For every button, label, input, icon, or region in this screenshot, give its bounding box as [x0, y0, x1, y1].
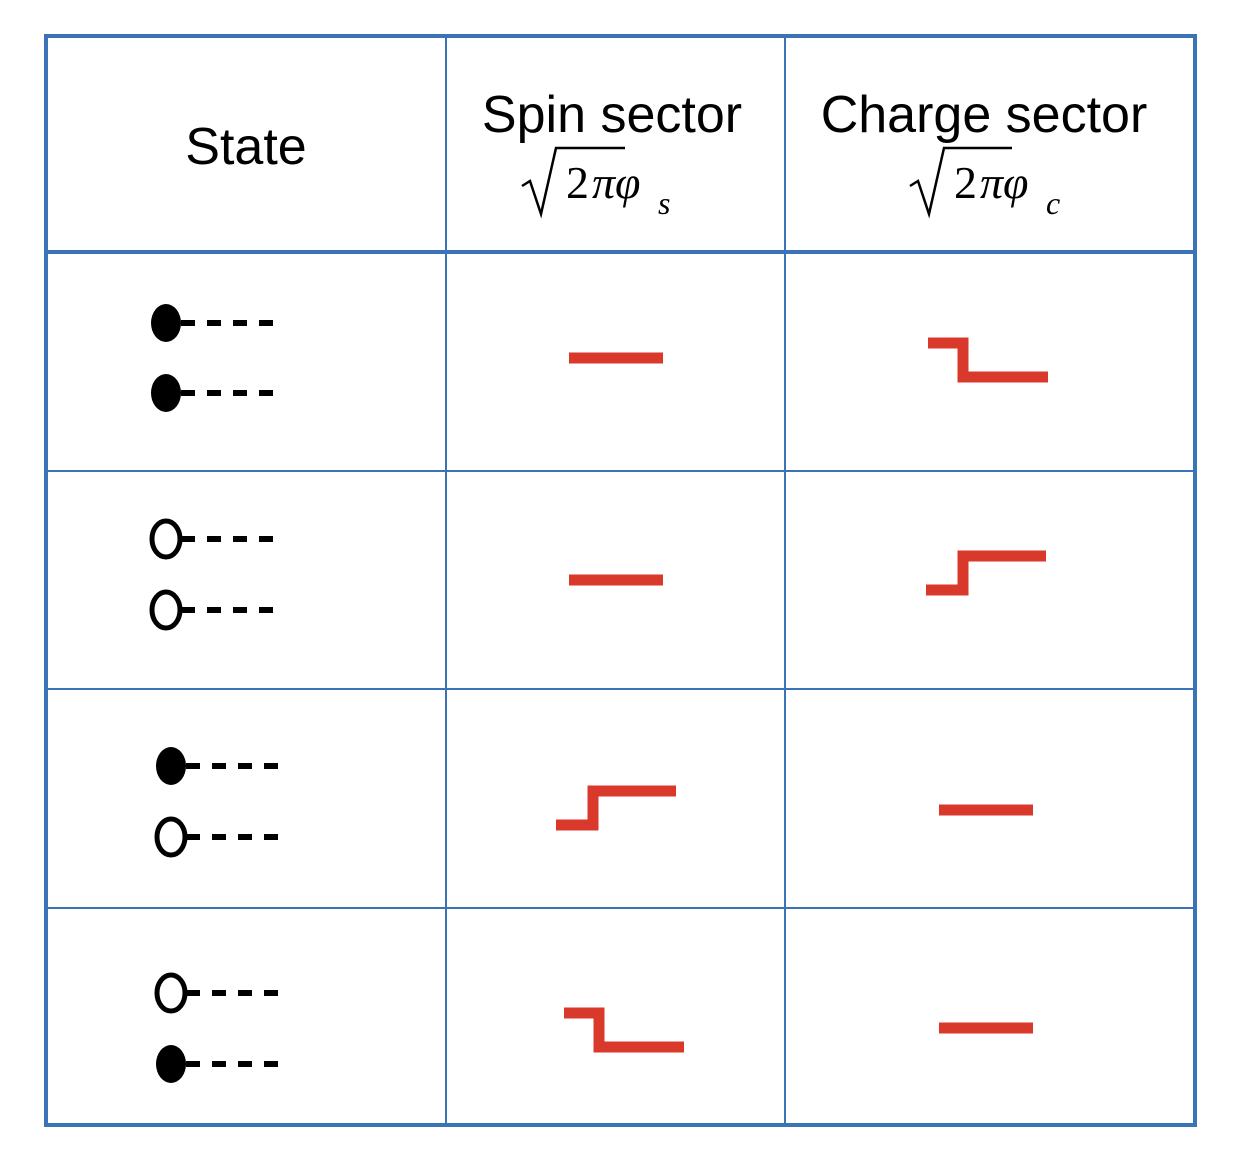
filled-site-icon: [156, 1045, 289, 1083]
table-row: [154, 747, 1033, 858]
sqrt-sign-spin: [521, 146, 625, 219]
empty-circle: [154, 816, 188, 858]
empty-circle: [154, 972, 188, 1014]
state-cell: [149, 518, 284, 631]
table-row: [151, 304, 1048, 412]
filled-site-icon: [151, 304, 284, 342]
spin-formula-subscript: s: [658, 185, 670, 221]
empty-circle: [149, 518, 183, 560]
table-row: [149, 518, 1046, 631]
spin-formula-base: 2: [566, 157, 589, 208]
empty-site-icon: [154, 972, 289, 1014]
filled-circle: [156, 1045, 186, 1083]
table-body: [149, 304, 1048, 1083]
table-grid: [44, 34, 1197, 1127]
empty-site-icon: [149, 589, 284, 631]
filled-site-icon: [151, 374, 284, 412]
header-charge-title: Charge sector: [821, 86, 1148, 144]
state-cell: [154, 747, 289, 858]
spin-formula-greek: πφ: [592, 157, 641, 208]
charge-formula-greek: πφ: [980, 157, 1029, 208]
state-cell: [151, 304, 284, 412]
table-border: [44, 34, 1197, 1127]
filled-circle: [156, 747, 186, 785]
step-up-phase-icon: [556, 785, 676, 831]
state-cell: [154, 972, 289, 1083]
charge-cell: [928, 337, 1048, 383]
empty-circle: [149, 589, 183, 631]
charge-cell: [926, 550, 1046, 596]
step-down-phase-icon: [928, 337, 1048, 383]
header-spin-title: Spin sector: [482, 86, 742, 144]
sqrt-sign-charge: [909, 146, 1012, 219]
filled-site-icon: [156, 747, 289, 785]
filled-circle: [151, 374, 181, 412]
charge-formula-base: 2: [954, 157, 977, 208]
spin-cell: [556, 785, 676, 831]
charge-phase-formula: 2 πφ c: [909, 146, 1060, 221]
empty-site-icon: [149, 518, 284, 560]
header-row: State Spin sector 2 πφ s Charge sector 2…: [185, 86, 1147, 221]
header-state-label: State: [185, 118, 306, 176]
step-up-phase-icon: [926, 550, 1046, 596]
filled-circle: [151, 304, 181, 342]
table-row: [154, 972, 1033, 1083]
step-down-phase-icon: [564, 1007, 684, 1053]
charge-formula-subscript: c: [1046, 185, 1060, 221]
spin-phase-formula: 2 πφ s: [521, 146, 670, 221]
empty-site-icon: [154, 816, 289, 858]
spin-cell: [564, 1007, 684, 1053]
